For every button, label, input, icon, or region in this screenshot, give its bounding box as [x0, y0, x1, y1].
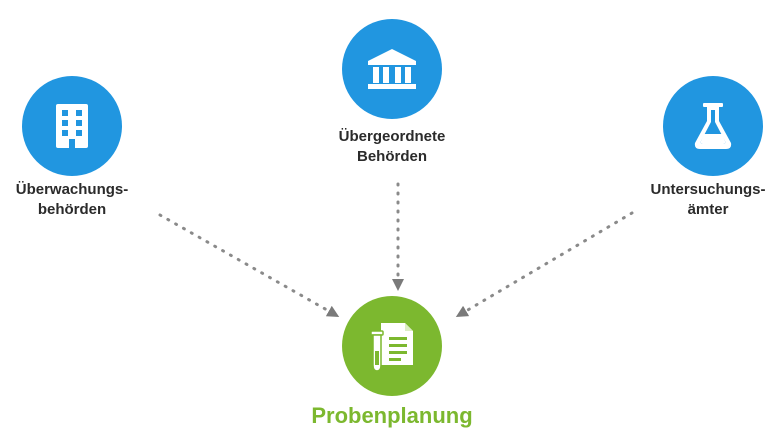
- node-uebergeordnet-circle: [342, 19, 442, 119]
- government-building-icon: [366, 47, 418, 91]
- label-uebergeordnet-line-2: Behörden: [356, 148, 427, 165]
- flask-icon: [691, 101, 735, 151]
- label-uebergeordnet: Übergeordnete Behörden: [312, 127, 472, 167]
- label-untersuchung-line-2: ämter: [687, 201, 729, 218]
- label-uebergeordnet-line-1: Übergeordnete: [338, 128, 446, 145]
- label-untersuchung: Untersuchungs- ämter: [633, 180, 783, 220]
- node-proben-circle: [342, 296, 442, 396]
- label-untersuchung-line-1: Untersuchungs-: [650, 181, 766, 198]
- label-ueberwachung: Überwachungs- behörden: [2, 180, 142, 220]
- edge-untersuchung-proben: [455, 211, 634, 318]
- node-untersuchung-circle: [663, 76, 763, 176]
- label-ueberwachung-line-1: Überwachungs-: [15, 181, 129, 198]
- label-proben: Probenplanung: [311, 403, 473, 428]
- label-ueberwachung-line-2: behörden: [37, 201, 107, 218]
- node-ueberwachung-circle: [22, 76, 122, 176]
- office-building-icon: [52, 102, 92, 150]
- edge-ueberwachung-proben: [158, 213, 340, 317]
- document-sample-icon: [367, 319, 417, 373]
